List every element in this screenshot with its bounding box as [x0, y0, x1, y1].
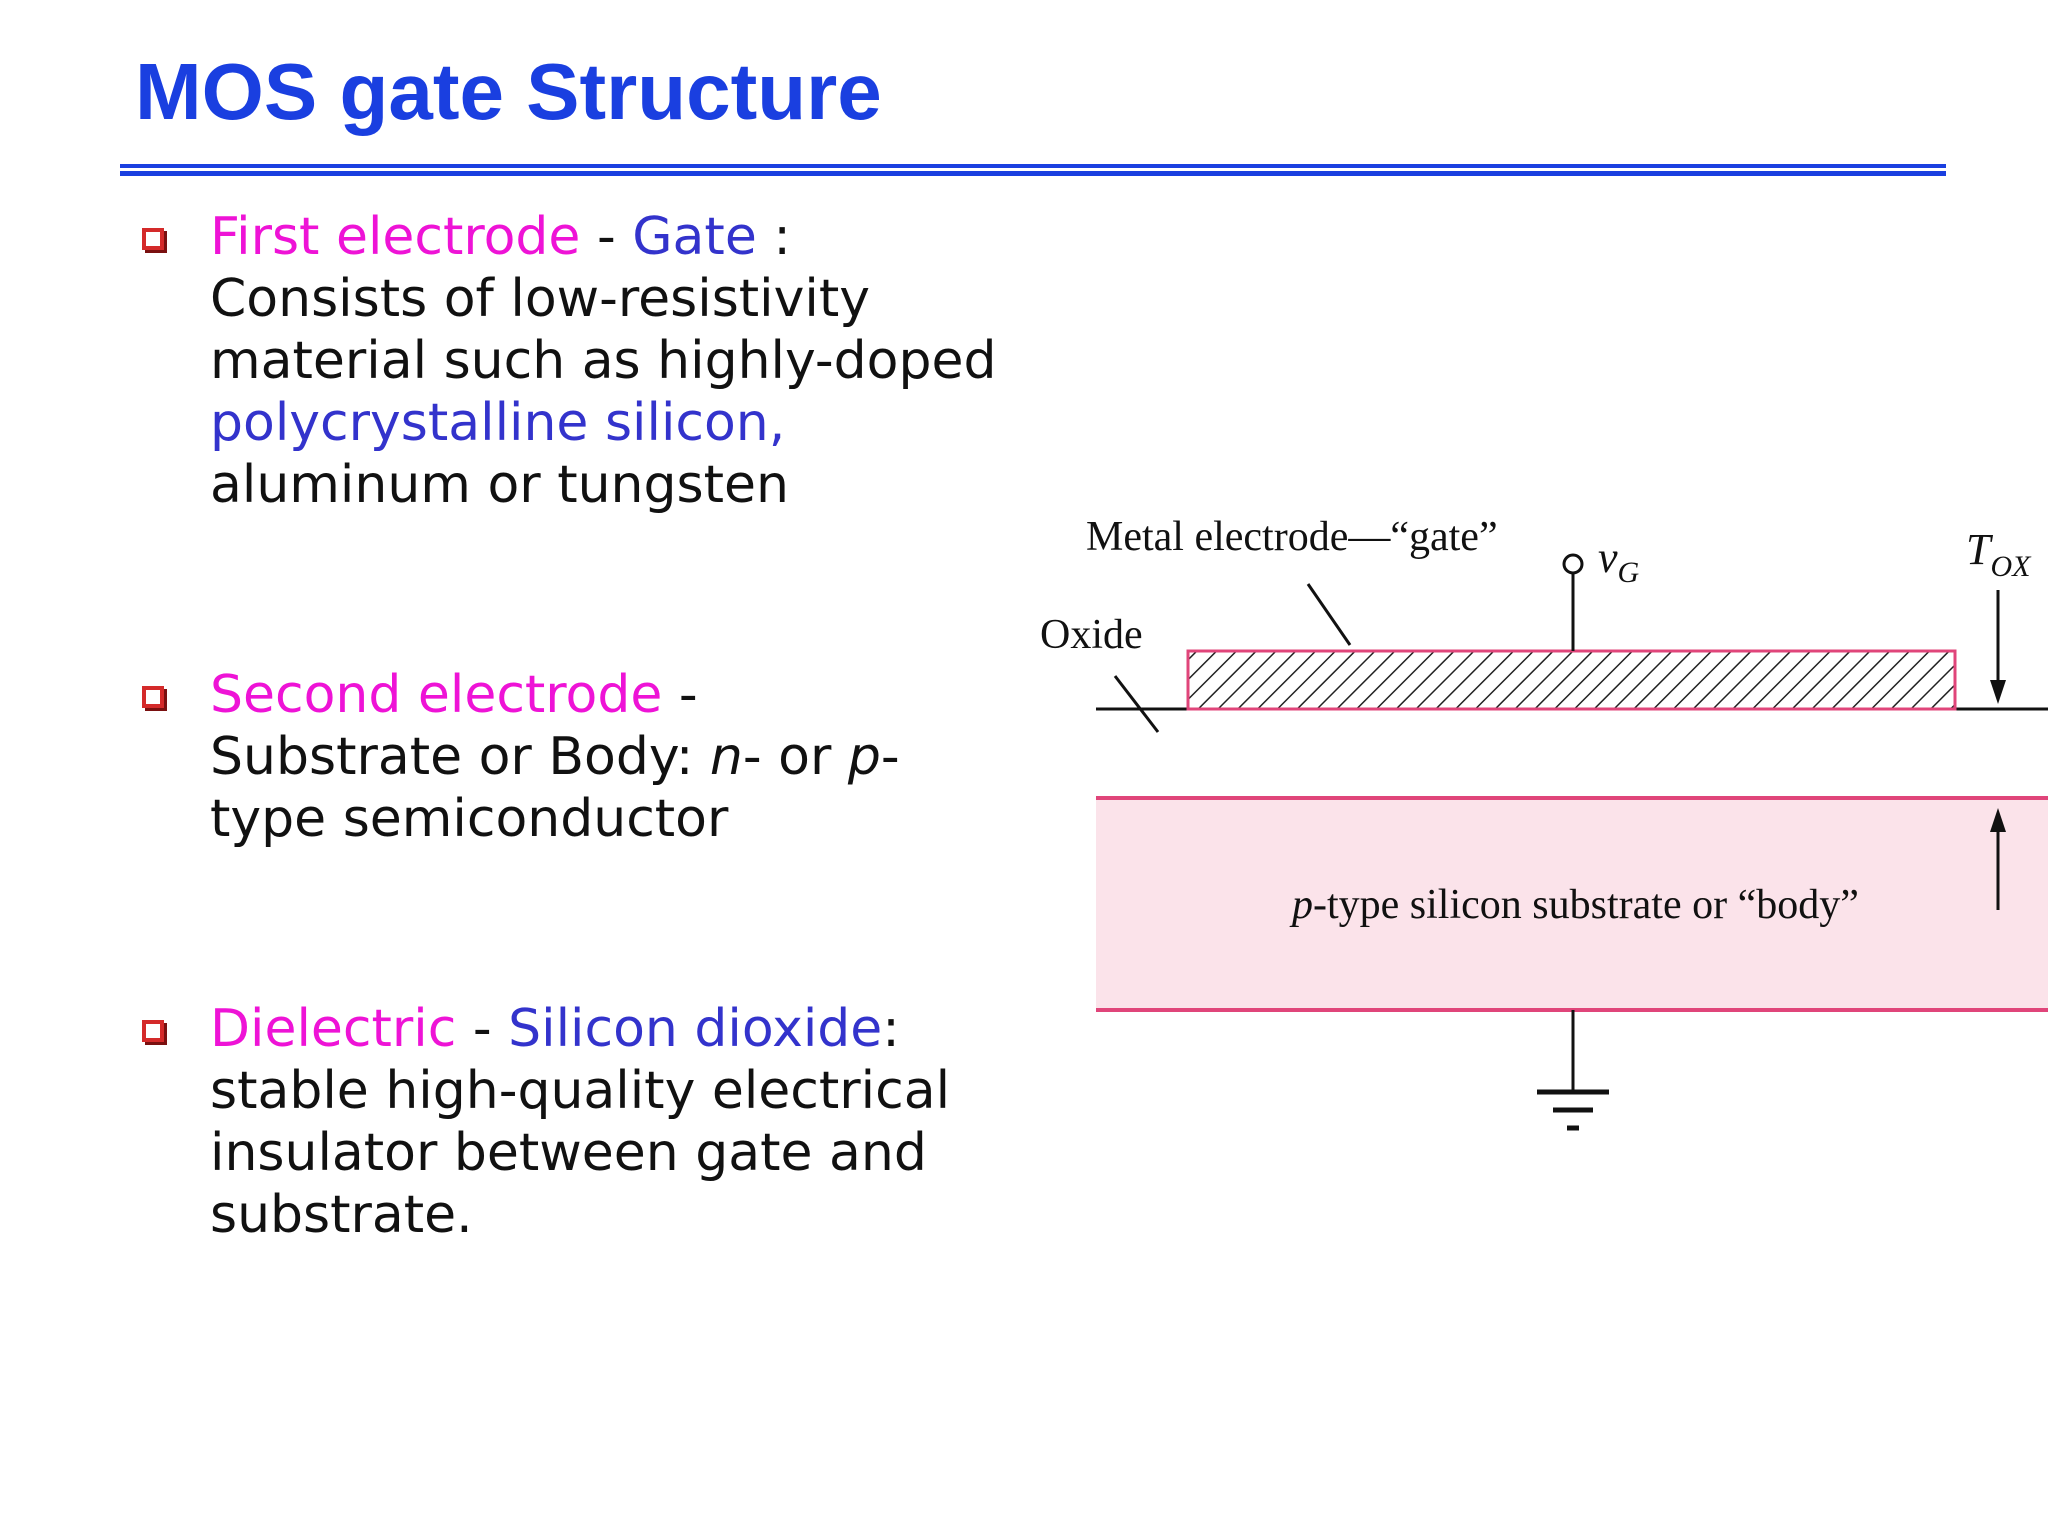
bullet-body-2: aluminum or tungsten: [210, 455, 789, 515]
bullet-highlight: polycrystalline silicon,: [210, 393, 786, 453]
tox-arrowhead-down: [1990, 680, 2006, 704]
bullet-heading-2: Silicon dioxide: [508, 999, 883, 1059]
bullet-text: Dielectric - Silicon dioxide: stable hig…: [210, 998, 1030, 1246]
bullet-body-b: - or: [742, 727, 848, 787]
metal-leader-line: [1306, 583, 1352, 646]
bullet-heading: Dielectric: [210, 999, 457, 1059]
bullet-separator: -: [456, 999, 509, 1059]
square-bullet-icon: [142, 1020, 164, 1042]
bullet-body: stable high-quality electrical insulator…: [210, 1061, 951, 1245]
page-title: MOS gate Structure: [135, 47, 882, 136]
metal-electrode-label: Metal electrode—“gate”: [1086, 514, 1498, 560]
bullet-body-a: Substrate or Body:: [210, 727, 710, 787]
bullet-heading: First electrode: [210, 207, 581, 267]
square-bullet-icon: [142, 228, 164, 250]
oxide-leader-line: [1113, 675, 1160, 733]
tox-label: TOX: [1966, 525, 2032, 583]
bullet-separator: -: [662, 665, 698, 725]
square-bullet-icon: [142, 686, 164, 708]
tox-arrowhead-up: [1990, 808, 2006, 832]
oxide-label: Oxide: [1040, 612, 1143, 658]
bullet-heading: Second electrode: [210, 665, 663, 725]
bullet-n: n: [709, 727, 743, 787]
bullet-body: Consists of low-resistivity material suc…: [210, 269, 997, 391]
gate-terminal-node: [1562, 553, 1584, 575]
bullet-tail: :: [756, 207, 791, 267]
bullet-text: First electrode - Gate : Consists of low…: [210, 206, 1070, 516]
bullet-heading-2: Gate: [632, 207, 757, 267]
title-underline: [120, 164, 1946, 176]
mos-diagram: Metal electrode—“gate” Oxide vG TOX p-ty…: [1040, 514, 2048, 1131]
bullet-tail: :: [882, 999, 900, 1059]
vg-label: vG: [1598, 533, 1640, 589]
gate-electrode: [1186, 649, 1957, 711]
bullet-body-c: -: [880, 727, 900, 787]
substrate-region: [1096, 798, 2048, 1010]
bullet-separator: -: [580, 207, 633, 267]
bullet-p: p: [847, 727, 881, 787]
bullet-text: Second electrode - Substrate or Body: n-…: [210, 664, 1070, 850]
substrate-label: p-type silicon substrate or “body”: [1289, 882, 1859, 928]
bullet-body-2: type semiconductor: [210, 789, 729, 849]
